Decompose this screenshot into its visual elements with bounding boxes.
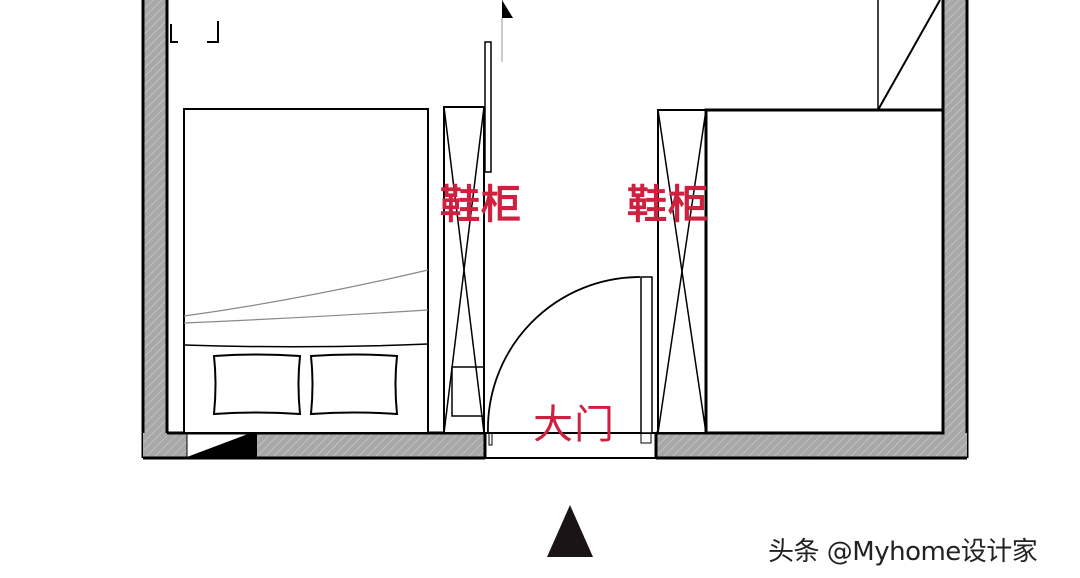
watermark: 头条 @Myhome设计家 bbox=[768, 537, 1038, 567]
corner-marks bbox=[170, 21, 219, 43]
top-door-marker bbox=[484, 0, 513, 173]
shoe-cabinet-right-label: 鞋柜 bbox=[627, 182, 709, 228]
shoe-cabinet-left bbox=[443, 106, 485, 434]
shoe-cabinet-right bbox=[657, 109, 707, 434]
pillow-left bbox=[212, 353, 302, 416]
wall-bottom-right bbox=[654, 431, 967, 460]
shoe-cabinet-left-label: 鞋柜 bbox=[440, 182, 522, 228]
wall-left bbox=[141, 0, 169, 458]
pillow-right bbox=[309, 353, 399, 416]
main-door-label: 大门 bbox=[533, 402, 615, 448]
wall-right bbox=[941, 0, 969, 458]
wall-bottom-left bbox=[143, 431, 487, 460]
wardrobe-right bbox=[704, 0, 945, 435]
entry-arrow-icon bbox=[547, 505, 593, 557]
main-door-swing bbox=[487, 276, 653, 434]
